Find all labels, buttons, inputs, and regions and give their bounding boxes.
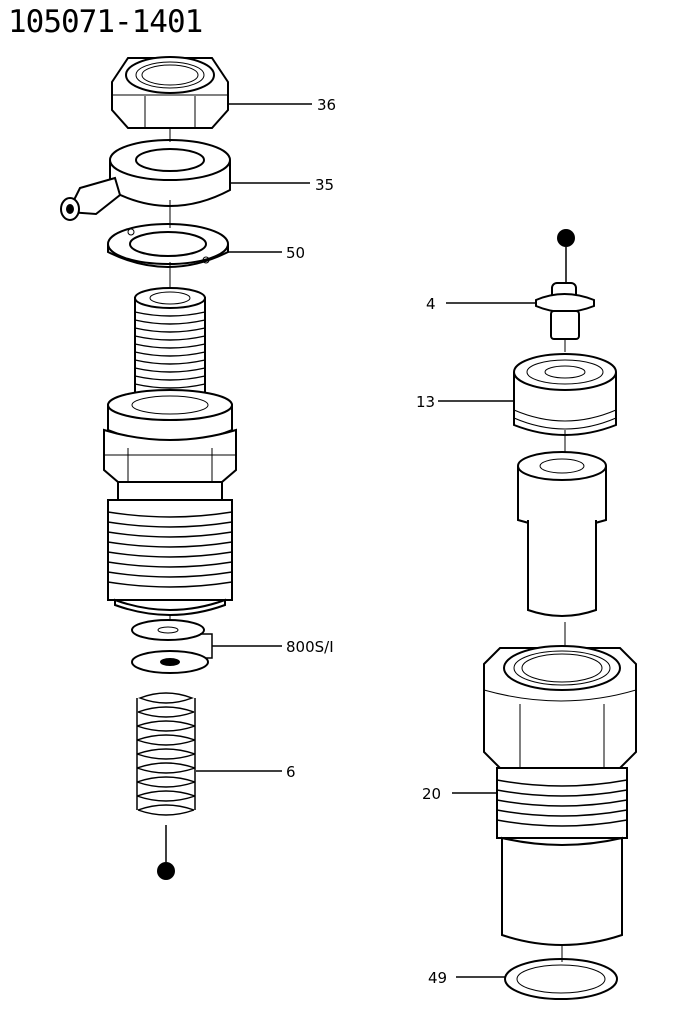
part-20-retaining-nut[interactable] [483,645,637,946]
part-6-spring[interactable] [136,692,196,816]
body-threads [107,511,233,588]
part-49-washer[interactable] [504,958,618,1000]
callout-20: 20 [422,785,441,803]
part-36-hex-nut[interactable] [111,56,229,129]
nozzle[interactable] [517,451,607,617]
callout-50: 50 [286,244,305,262]
part-4-pin[interactable] [535,282,595,340]
nozzle-holder-body[interactable] [103,287,237,625]
connection-dot-left [157,862,175,880]
nut-threads [496,779,628,827]
part-50-washer[interactable] [107,223,229,268]
callout-35: 35 [315,176,334,194]
part-35-banjo-fitting[interactable] [60,139,231,221]
diagram-title: 105071-1401 [8,4,203,40]
callout-800si: 800S/I [286,638,334,656]
callout-6: 6 [286,763,296,781]
part-13-valve-body[interactable] [513,353,617,436]
part-800si-shim-upper[interactable] [131,619,205,641]
connection-dot-right [557,229,575,247]
callout-49: 49 [428,969,447,987]
part-800si-shim-lower[interactable] [131,650,209,674]
callout-4: 4 [426,295,436,313]
callout-13: 13 [416,393,435,411]
callout-36: 36 [317,96,336,114]
